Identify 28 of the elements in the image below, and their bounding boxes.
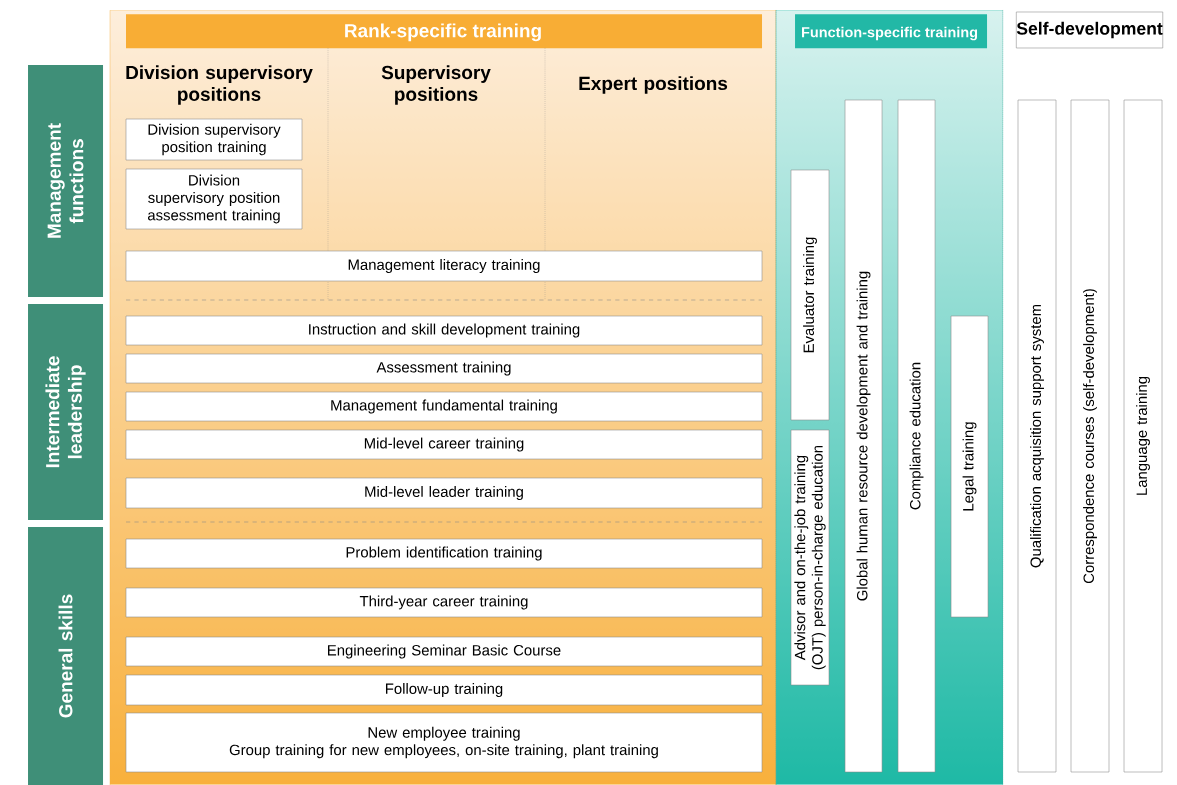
training-box: Instruction and skill development training — [125, 315, 763, 346]
training-box: Management fundamental training — [125, 391, 763, 422]
training-box: Assessment training — [125, 353, 763, 384]
training-box: Advisor and on-the-job training (OJT) person-in-charge education — [790, 429, 830, 686]
column-heading: Supervisory positions — [381, 65, 491, 105]
training-box: Management literacy training — [125, 250, 763, 282]
header-box: Self-development — [1016, 11, 1164, 49]
row-band: General skills — [28, 527, 104, 785]
training-box: Legal training — [950, 315, 989, 618]
training-box: New employee training Group training for new employees, on-site training, plant training — [125, 712, 763, 773]
training-box: Correspondence courses (self-development) — [1070, 99, 1110, 773]
training-box: Compliance education — [897, 99, 936, 773]
training-box: Language training — [1123, 99, 1163, 773]
training-box: Follow-up training — [125, 674, 763, 706]
training-box: Mid-level career training — [125, 429, 763, 460]
training-box: Problem identification training — [125, 538, 763, 569]
training-box: Global human resource development and training — [844, 99, 883, 773]
row-band: Intermediate leadership — [28, 304, 104, 520]
training-box: Division supervisory position assessment training — [125, 168, 303, 230]
training-box: Engineering Seminar Basic Course — [125, 636, 763, 667]
column-heading: Expert positions — [579, 76, 728, 94]
training-box: Third-year career training — [125, 587, 763, 618]
training-box: Qualification acquisition support system — [1017, 99, 1057, 773]
training-box: Division supervisory position training — [125, 118, 303, 161]
training-box: Mid-level leader training — [125, 477, 763, 509]
training-box: Evaluator training — [790, 169, 830, 421]
row-band: Management functions — [28, 65, 104, 297]
column-heading: Division supervisory positions — [126, 65, 313, 105]
